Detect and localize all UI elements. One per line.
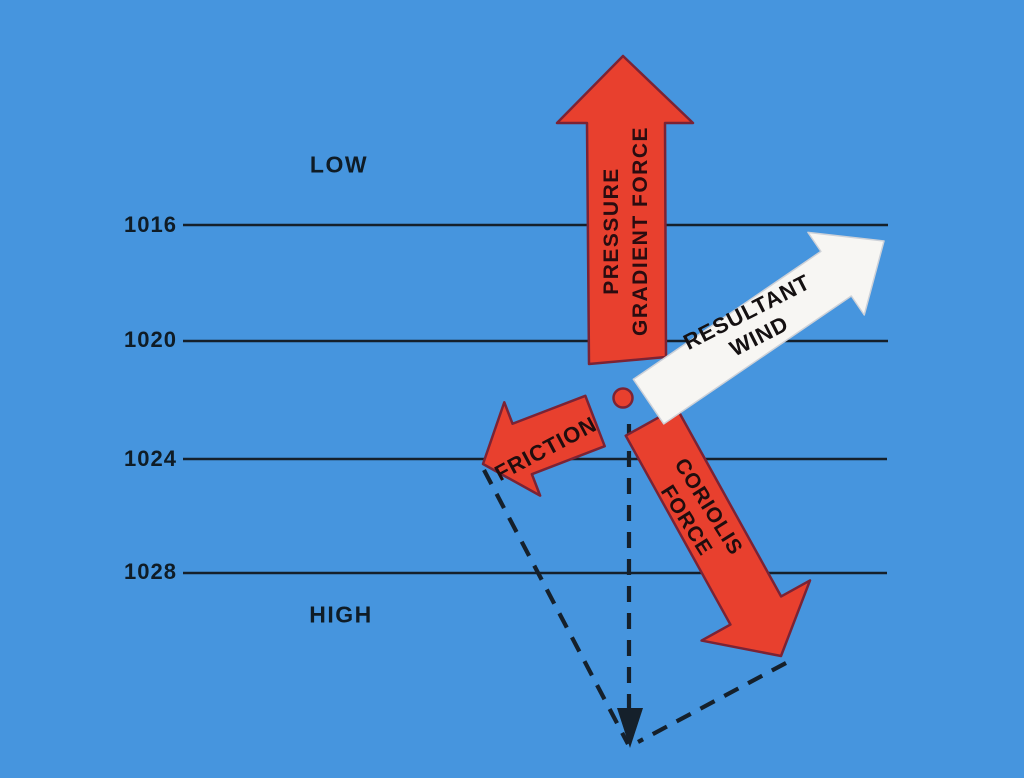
air-parcel-dot: [612, 387, 634, 409]
high-pressure-label: HIGH: [309, 601, 373, 628]
friction-arrow: [481, 394, 606, 497]
isobar-label-1024: 1024: [124, 446, 177, 471]
pressure-gradient-force-arrow: [555, 54, 695, 366]
low-pressure-label: LOW: [309, 151, 369, 178]
isobar-label-1028: 1028: [124, 559, 177, 584]
pressure-gradient-force-label: PRESSURE GRADIENT FORCE: [597, 126, 655, 336]
friction-component-dashed-line: [482, 469, 630, 745]
isobar-label-1020: 1020: [124, 327, 177, 352]
isobar-label-1016: 1016: [124, 212, 177, 237]
net-force-arrowhead: [617, 708, 643, 748]
resultant-wind-arrow: [632, 231, 885, 425]
coriolis-component-dashed-line: [637, 661, 787, 744]
coriolis-force-arrow: [624, 406, 812, 658]
pressure-gradient-force-label-line1: PRESSURE: [600, 167, 623, 295]
pressure-gradient-force-label-line2: GRADIENT FORCE: [629, 126, 652, 336]
